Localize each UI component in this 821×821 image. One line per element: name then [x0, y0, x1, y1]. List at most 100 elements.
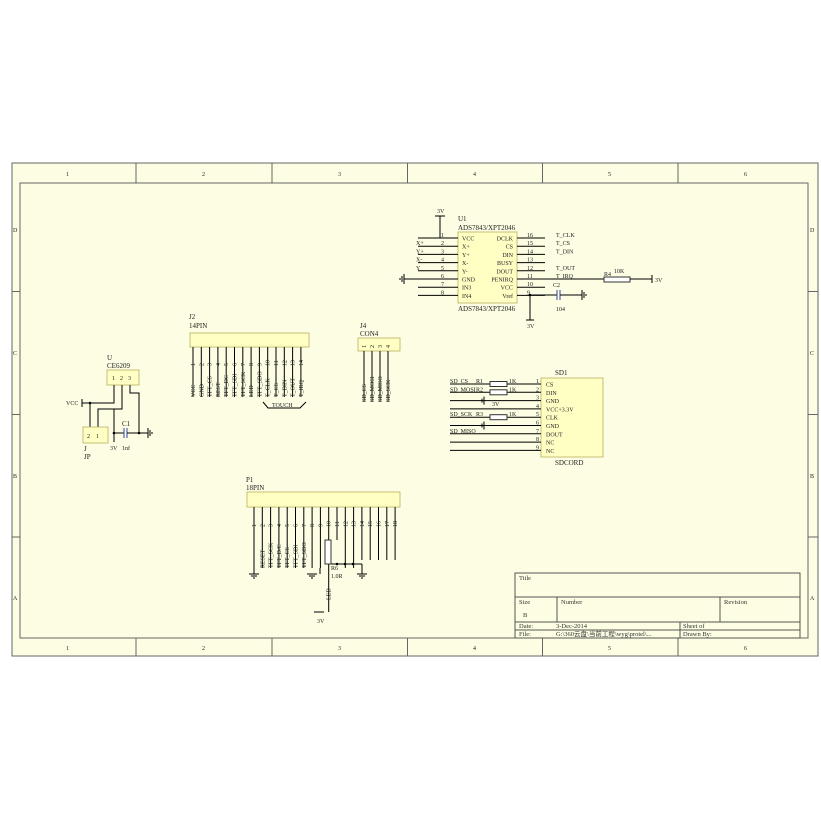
- junction-dot: [335, 562, 339, 566]
- u1-left-pin-number: 5: [441, 266, 444, 272]
- sd1-resistor-ref: R3: [476, 412, 483, 418]
- column-marker-top: 4: [473, 172, 476, 178]
- column-marker-bottom: 2: [202, 646, 205, 652]
- sd1-pin-number: 7: [536, 429, 539, 435]
- column-marker-bottom: 4: [473, 646, 476, 652]
- j2-pin-number: 2: [199, 363, 205, 366]
- sd1-resistor-ref: R1: [476, 379, 483, 385]
- sd1-pin-number: 1: [536, 379, 539, 385]
- sd1-pin-name: GND: [546, 424, 560, 430]
- file-value: G:\360云盘\当前工程\wyg\protel\...: [556, 629, 652, 638]
- u1-right-pin-number: 11: [527, 274, 533, 280]
- inner-frame: [19, 182, 809, 639]
- p1-pin-number: 5: [285, 524, 291, 527]
- p1-pin-number: 9: [318, 524, 324, 527]
- row-marker-left: B: [13, 474, 17, 480]
- u1-left-pin-number: 7: [441, 282, 444, 288]
- sd1-pin-number: 4: [536, 404, 539, 410]
- u1-body: [457, 231, 518, 304]
- row-marker-left: C: [13, 351, 17, 357]
- u1-right-net-label: T_IRQ: [556, 274, 574, 280]
- r6-value: 1.0R: [331, 574, 343, 580]
- u1-right-pin-number: 16: [527, 233, 533, 239]
- sd1-pin-number: 8: [536, 437, 539, 443]
- j2-net-label: T_IRQ: [299, 379, 305, 397]
- j2-net-label: LED: [249, 385, 255, 397]
- vcc-label: VCC: [66, 401, 78, 407]
- c2-ref: C2: [553, 283, 560, 289]
- p1-net-label: TFT_SDO: [302, 542, 308, 568]
- sd1-net-label: SD_SCK: [450, 412, 473, 418]
- u1-right-pin-name: Vref: [502, 293, 513, 300]
- u1-3v-top: 3V: [437, 209, 445, 215]
- drawn-by-label: Drawn By:: [683, 631, 712, 638]
- j2-net-label: TFT_CS: [208, 376, 214, 397]
- ldo-pin3: 3: [128, 376, 131, 382]
- u1-right-net-label: T_OUT: [556, 266, 575, 272]
- u1-left-pin-name: GND: [462, 278, 476, 284]
- j2-net-label: TFT_SDO: [257, 371, 263, 397]
- j2-pin-number: 4: [216, 363, 222, 366]
- ldo-regulator[interactable]: U CE6209 1 2 3 VCC C1 1nf 3V 2 1 J JP: [66, 354, 153, 461]
- j2-pin-number: 14: [299, 360, 305, 366]
- sd1-resistor-value: 1K: [509, 412, 517, 418]
- j2-ref: J2: [189, 313, 196, 321]
- u1-right-pin-name: CS: [506, 245, 513, 251]
- u1-left-pin-name: VCC: [462, 237, 474, 243]
- size-label: Size: [519, 599, 530, 606]
- j2-net-label: TFT_SCK: [241, 371, 247, 397]
- number-label: Number: [561, 599, 583, 606]
- j4-pin-number: 1: [362, 345, 368, 348]
- title-block: Title Size B Number Revision Date: 3-Dec…: [514, 572, 801, 639]
- touch-bracket: [262, 401, 307, 409]
- u1-right-pin-name: DIN: [502, 253, 513, 259]
- u1-right-net-label: T_CLK: [556, 233, 575, 239]
- column-marker-bottom: 3: [338, 646, 341, 652]
- row-marker-right: C: [810, 351, 814, 357]
- sd1-series-resistor: [489, 381, 508, 387]
- sd1-net-label: SD_MOSI: [450, 387, 476, 393]
- u1-right-net-label: T_DIN: [556, 249, 574, 255]
- p1-pin-number: 2: [260, 524, 266, 527]
- p1-pin-number: 15: [368, 521, 374, 527]
- u1-part-bottom: ADS7843/XPT2046: [458, 305, 516, 313]
- junction-dot: [351, 562, 355, 566]
- sd1-3v: 3V: [492, 402, 500, 408]
- j2-pin-number: 8: [249, 363, 255, 366]
- u1-left-pin-number: 3: [441, 249, 444, 255]
- column-marker-top: 1: [66, 172, 69, 178]
- sd1-pin-name: NC: [546, 441, 554, 447]
- sd1-resistor-value: 1K: [509, 379, 517, 385]
- p1-net-label: TFT_SCK: [269, 542, 275, 568]
- ldo-pin2: 2: [120, 376, 123, 382]
- u1-right-pin-number: 10: [527, 282, 533, 288]
- u1-left-pin-name: X-: [462, 261, 468, 267]
- u1-left-net-label: X-: [416, 258, 422, 264]
- u1-right-pin-number: 9: [527, 290, 530, 296]
- column-marker-top: 5: [608, 172, 611, 178]
- j2-14pin-connector[interactable]: J2 14PIN 1VCC2GND3TFT_CS4REST5TFT_DC6TFT…: [189, 313, 310, 409]
- ldo-3v: 3V: [110, 446, 118, 452]
- u1-right-pin-name: VCC: [501, 286, 513, 292]
- size-value: B: [523, 612, 528, 619]
- p1-pin-number: 17: [385, 521, 391, 527]
- j2-net-label: T_OUT: [291, 378, 297, 397]
- u1-right-pin-name: DOUT: [496, 269, 513, 275]
- u1-left-pin-number: 6: [441, 274, 444, 280]
- j4-part: CON4: [360, 330, 379, 338]
- p1-ref: P1: [246, 476, 254, 484]
- column-marker-top: 2: [202, 172, 205, 178]
- row-marker-right: D: [810, 228, 815, 234]
- sheet-background: [11, 162, 819, 657]
- row-marker-right: A: [810, 596, 815, 602]
- column-marker-bottom: 1: [66, 646, 69, 652]
- u1-part: ADS7843/XPT2046: [458, 224, 516, 232]
- u1-left-net-label: Y+: [416, 249, 424, 255]
- sd1-pin-number: 3: [536, 396, 539, 402]
- row-marker-right: B: [810, 474, 814, 480]
